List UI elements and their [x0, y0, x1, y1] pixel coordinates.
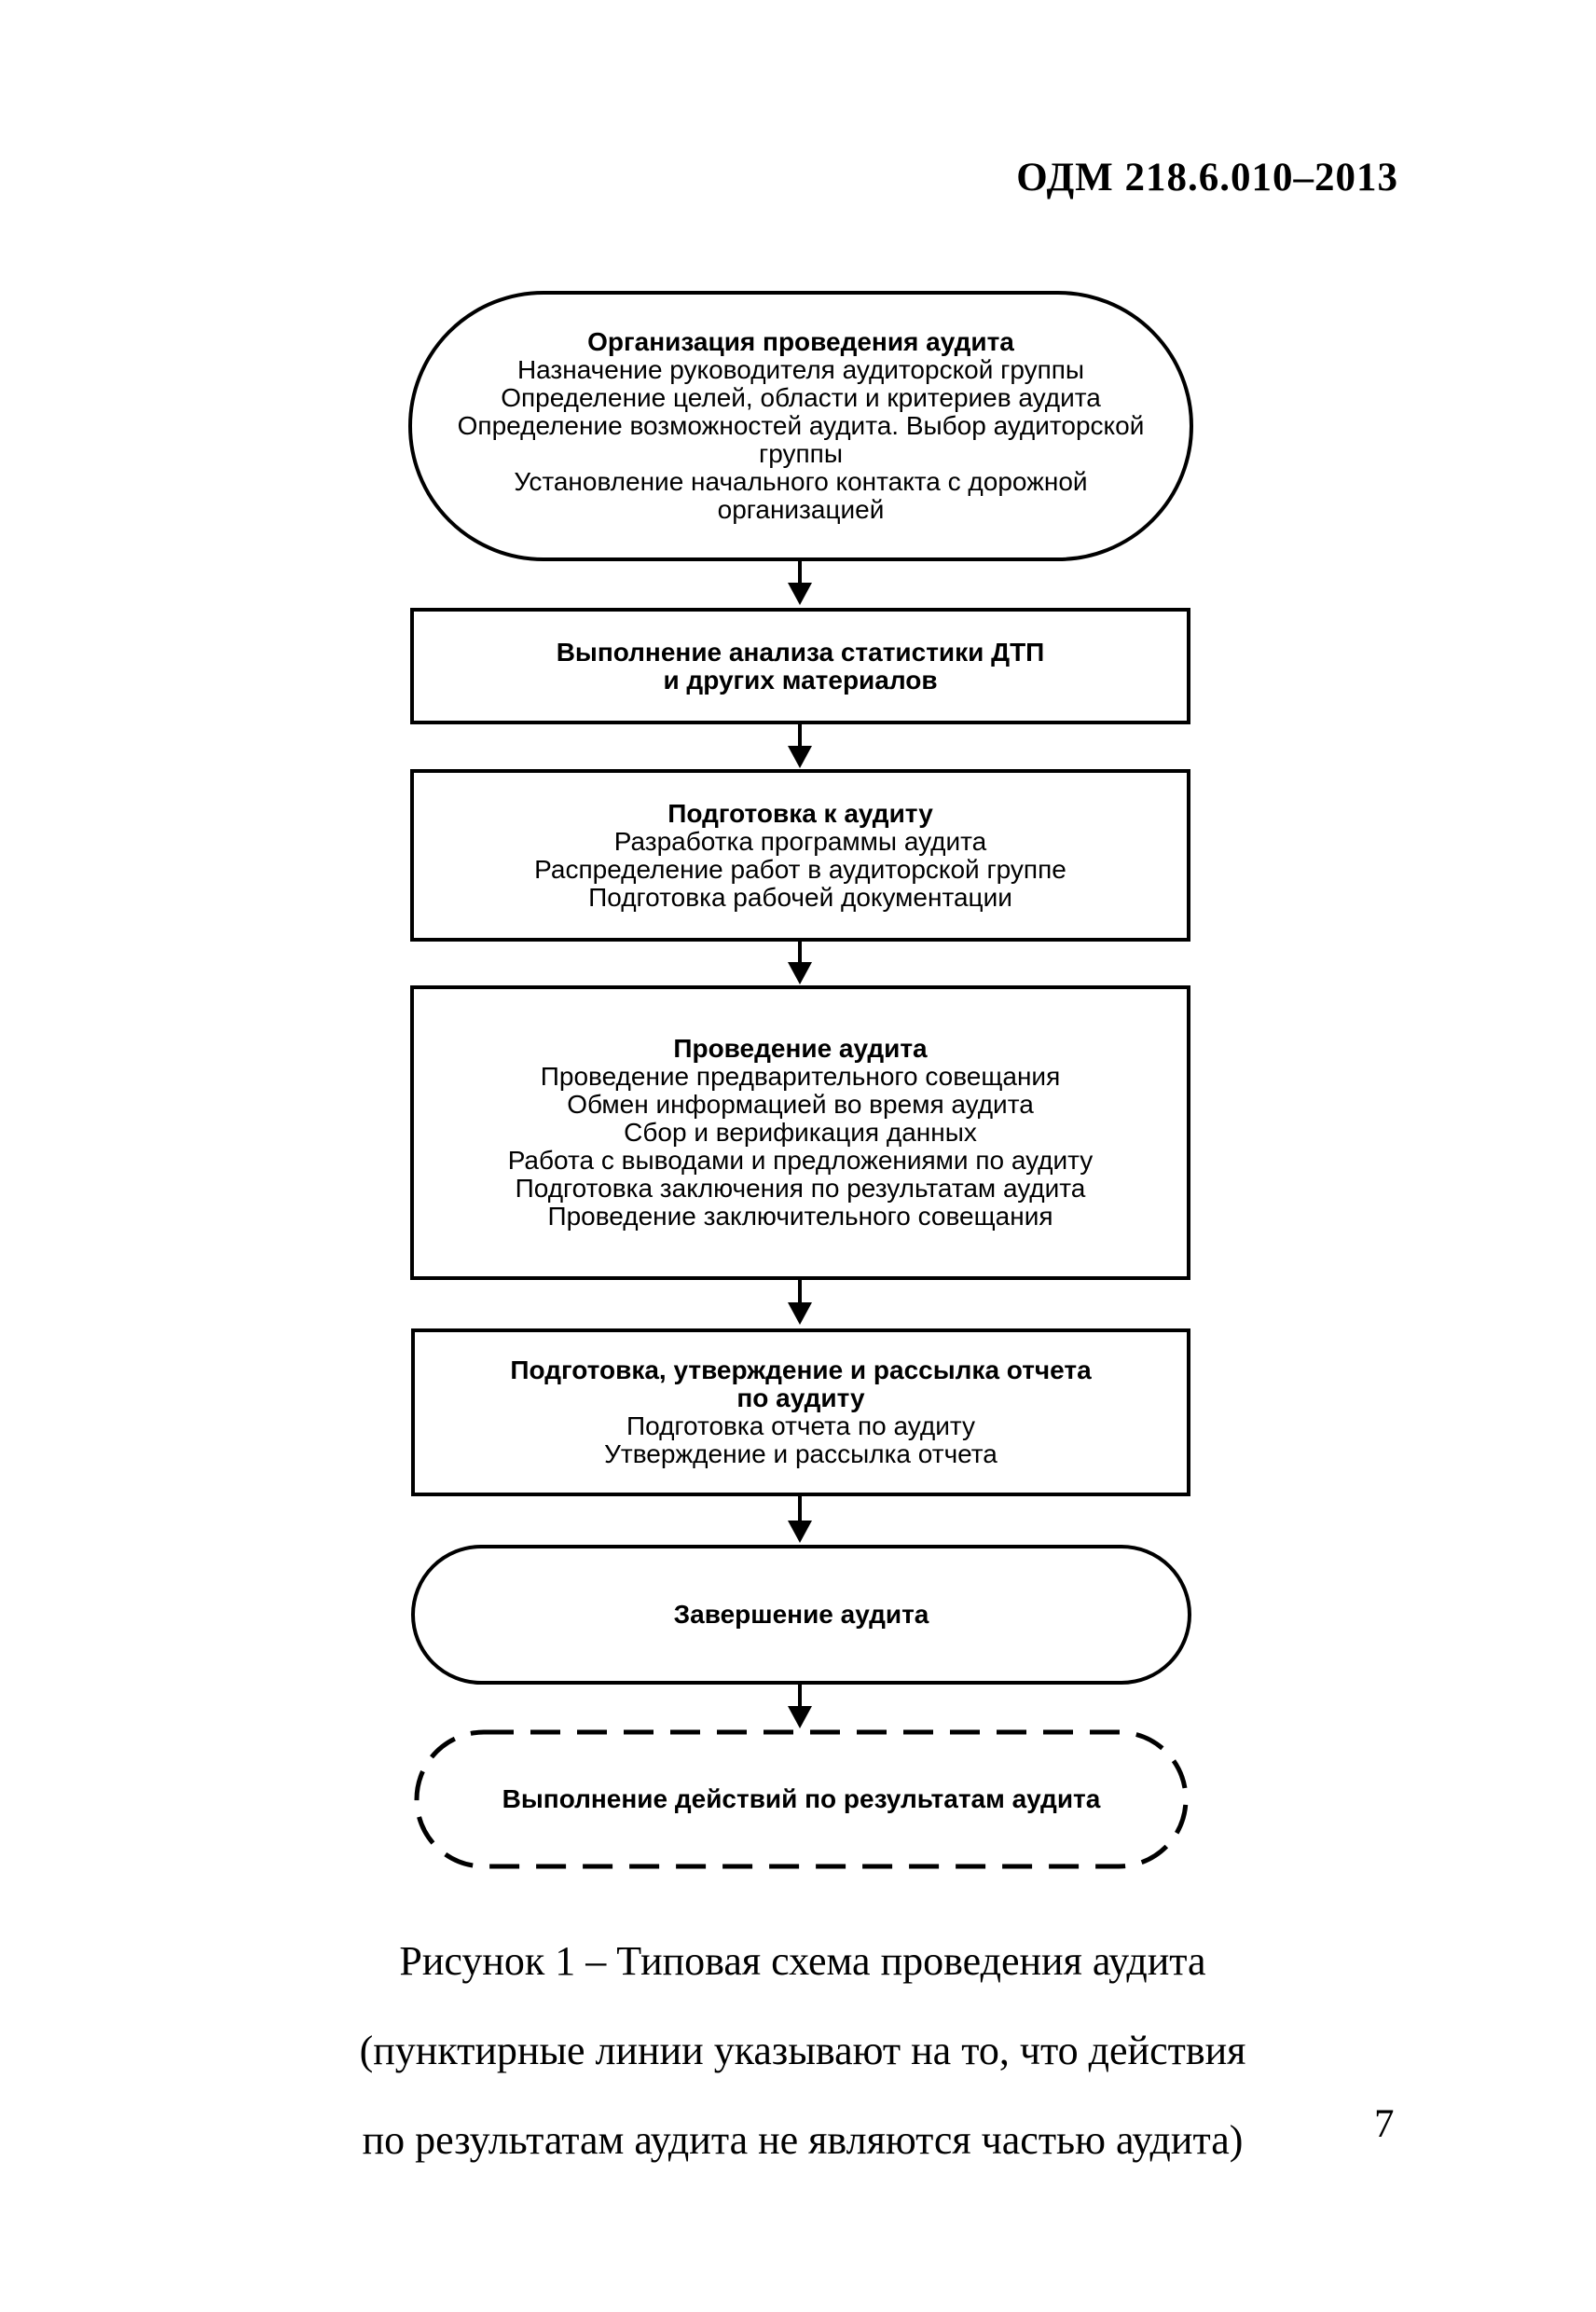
node-line: Распределение работ в аудиторской группе [534, 854, 1066, 884]
node-line: группы [759, 439, 843, 468]
document-code: ОДМ 218.6.010–2013 [1016, 156, 1398, 200]
node-line: Проведение предварительного совещания [540, 1062, 1061, 1091]
node-post-audit-actions: Выполнение действий по результатам аудит… [414, 1729, 1189, 1869]
node-line: Определение возможностей аудита. Выбор а… [457, 411, 1145, 440]
arrow-shaft [798, 721, 802, 748]
caption-line: (пунктирные линии указывают на то, что д… [359, 2028, 1246, 2073]
arrow-head [788, 746, 812, 768]
flow-arrow-down-icon [787, 1493, 813, 1543]
node-title: Выполнение анализа статистики ДТП [556, 637, 1045, 667]
caption-line: по результатам аудита не являются частью… [362, 2117, 1244, 2163]
flow-arrow-down-icon [787, 559, 813, 605]
arrow-shaft [798, 559, 802, 585]
node-line: организацией [717, 495, 885, 524]
node-line: Подготовка рабочей документации [588, 882, 1012, 912]
node-title: Выполнение действий по результатам аудит… [502, 1784, 1101, 1813]
arrow-head [788, 962, 812, 984]
node-audit-execution: Проведение аудита Проведение предварител… [410, 985, 1190, 1280]
node-line: Определение целей, области и критериев а… [501, 383, 1101, 412]
node-line: Сбор и верификация данных [624, 1118, 977, 1147]
node-line: Подготовка отчета по аудиту [626, 1411, 975, 1440]
node-audit-organization: Организация проведения аудита Назначение… [408, 291, 1193, 561]
arrow-head [788, 1521, 812, 1543]
arrow-shaft [798, 938, 802, 964]
node-report-preparation-approval-distribution: Подготовка, утверждение и рассылка отчет… [411, 1328, 1190, 1496]
flow-arrow-down-icon [787, 1276, 813, 1325]
node-line: Работа с выводами и предложениями по ауд… [507, 1146, 1094, 1175]
flow-arrow-down-icon [787, 721, 813, 768]
flow-arrow-down-icon [787, 938, 813, 984]
node-title: Организация проведения аудита [587, 327, 1014, 356]
flow-arrow-down-icon [787, 1681, 813, 1728]
node-title: Завершение аудита [673, 1600, 929, 1629]
node-line: Проведение заключительного совещания [547, 1202, 1053, 1231]
arrow-shaft [798, 1681, 802, 1708]
node-title: Подготовка к аудиту [667, 798, 933, 828]
figure-caption: Рисунок 1 – Типовая схема проведения ауд… [285, 1917, 1320, 2185]
node-line: Обмен информацией во время аудита [567, 1090, 1034, 1119]
node-line: Установление начального контакта с дорож… [514, 467, 1088, 496]
node-accident-statistics-analysis: Выполнение анализа статистики ДТП и друг… [410, 608, 1190, 724]
node-audit-completion: Завершение аудита [411, 1545, 1191, 1685]
node-title: по аудиту [736, 1383, 865, 1412]
caption-line: Рисунок 1 – Типовая схема проведения ауд… [399, 1938, 1206, 1984]
node-line: Назначение руководителя аудиторской груп… [516, 355, 1085, 384]
node-title: Подготовка, утверждение и рассылка отчет… [510, 1356, 1092, 1384]
node-title: и других материалов [663, 665, 938, 695]
node-title: Проведение аудита [673, 1034, 928, 1063]
node-line: Разработка программы аудита [613, 826, 987, 856]
arrow-head [788, 1706, 812, 1728]
arrow-shaft [798, 1493, 802, 1522]
node-audit-preparation: Подготовка к аудиту Разработка программы… [410, 769, 1190, 942]
arrow-head [788, 583, 812, 605]
node-line: Подготовка заключения по результатам ауд… [515, 1174, 1086, 1203]
node-line: Утверждение и рассылка отчета [604, 1439, 998, 1468]
arrow-shaft [798, 1276, 802, 1304]
page-number: 7 [1374, 2102, 1395, 2146]
arrow-head [788, 1302, 812, 1325]
